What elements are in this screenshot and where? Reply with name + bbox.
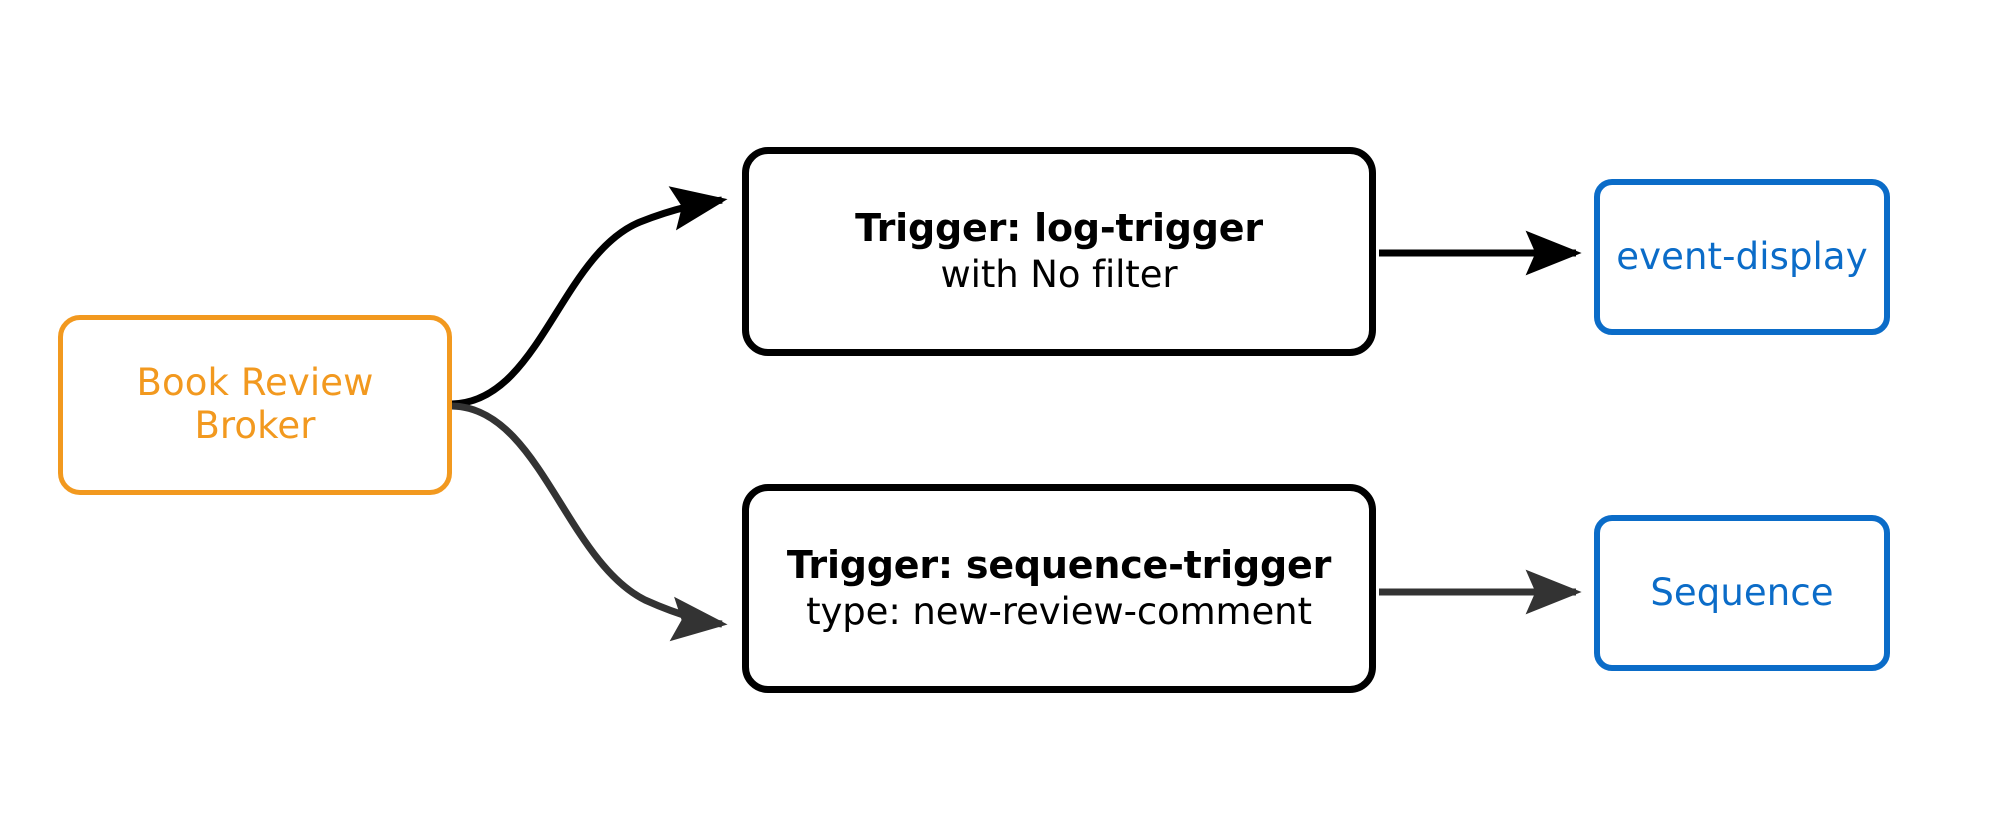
sink-sequence-label: Sequence [1650,570,1834,614]
trigger-sequence-subtitle: type: new-review-comment [806,590,1312,634]
sink-event-display-label: event-display [1616,234,1868,278]
node-trigger-log-trigger[interactable]: Trigger: log-trigger with No filter [742,147,1376,356]
node-trigger-sequence-trigger[interactable]: Trigger: sequence-trigger type: new-revi… [742,484,1376,693]
node-book-review-broker[interactable]: Book Review Broker [58,315,452,495]
broker-label-line1: Book Review [136,361,374,405]
edge-broker-to-log-trigger [451,186,728,408]
trigger-log-subtitle: with No filter [940,253,1178,297]
node-sink-event-display[interactable]: event-display [1594,179,1890,335]
trigger-log-title: Trigger: log-trigger [855,206,1263,250]
broker-label-line2: Broker [194,404,316,447]
edge-broker-to-sequence-trigger [451,402,728,642]
node-sink-sequence[interactable]: Sequence [1594,515,1890,671]
trigger-sequence-title: Trigger: sequence-trigger [786,543,1332,587]
